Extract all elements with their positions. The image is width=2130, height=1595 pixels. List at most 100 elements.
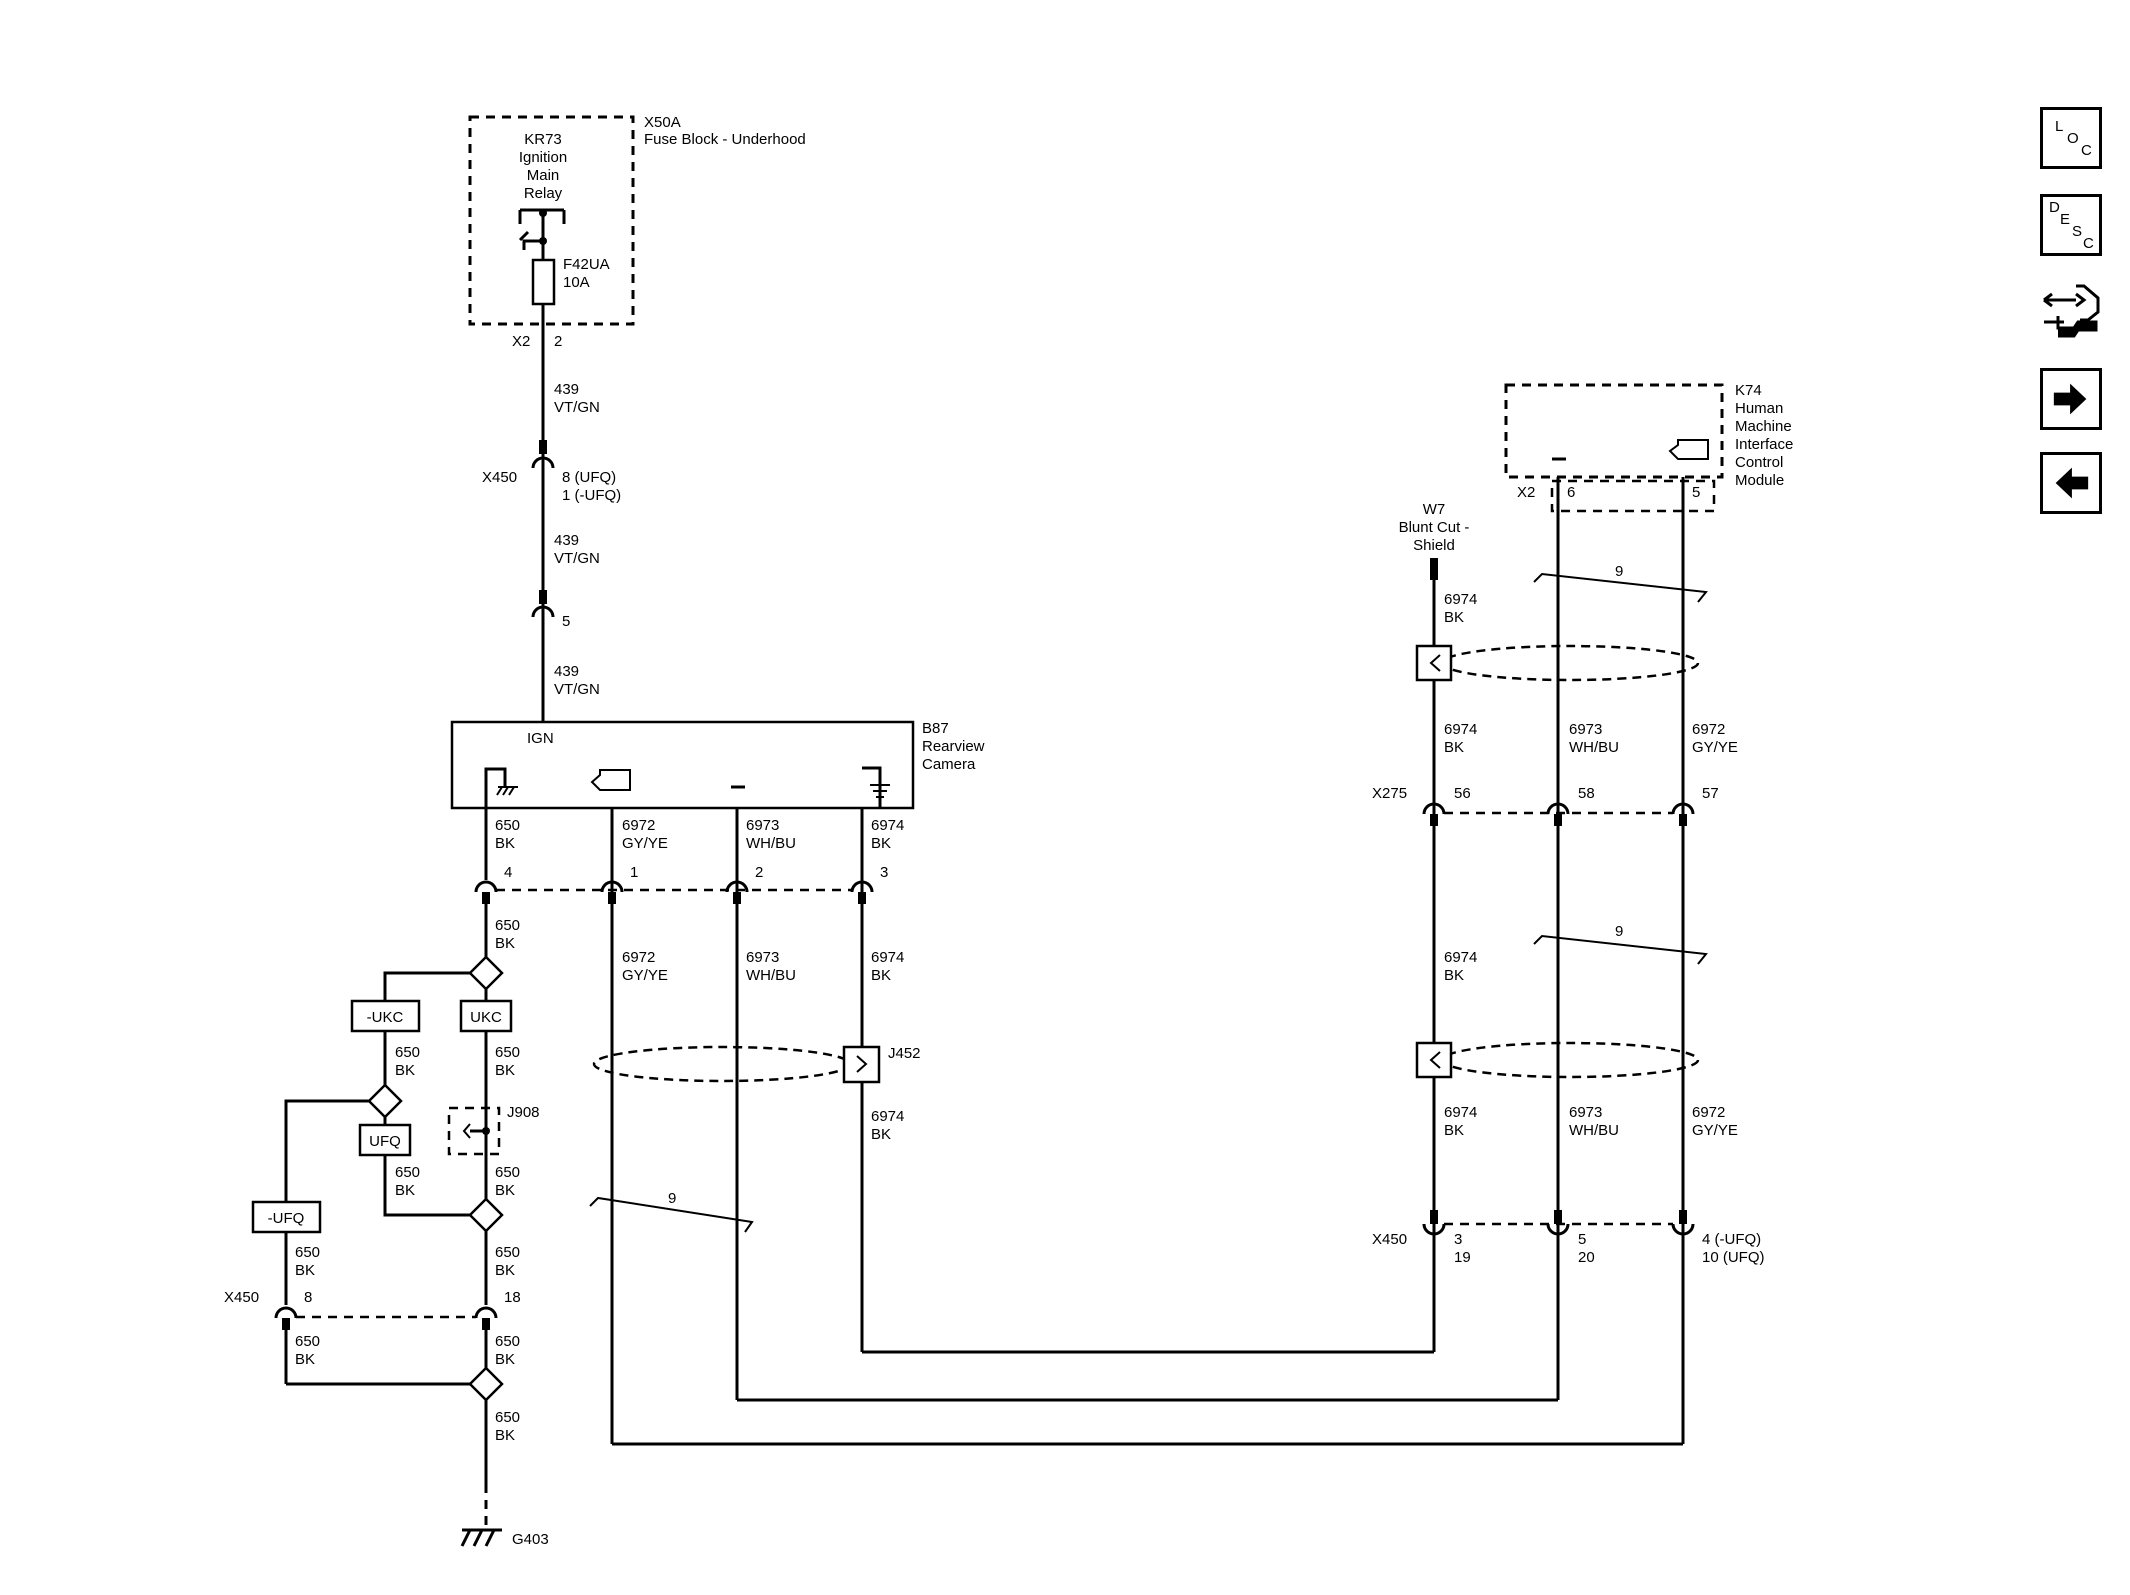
ign-x450-label: X450 [482,469,517,486]
ground-g403-icon [460,1528,502,1547]
camera-id: B87 [922,720,949,737]
gnd-w7-color: BK [495,1262,515,1279]
desc-e: E [2060,211,2071,228]
gnd-w9-color: BK [495,1351,515,1368]
loc-button[interactable]: L O C [2040,107,2102,169]
cam-lower2-6974-color: BK [871,1126,891,1143]
loc-l: L [2055,118,2064,135]
gnd-w4-color: BK [395,1182,415,1199]
hmi-connector-x2 [1550,479,1716,513]
relay-name-1: Ignition [519,149,567,166]
ground-g403-label: G403 [512,1531,549,1548]
desc-d: D [2049,199,2060,216]
shield-ellipse-lower-right [1440,1041,1700,1079]
hmi-id: K74 [1735,382,1762,399]
x450-right-pin-4: 4 (-UFQ) [1702,1231,1761,1248]
ground-splice-1 [468,955,504,991]
hmi-pin-5: 5 [1692,484,1700,501]
right-upper-6972-circuit: 6972 [1692,721,1725,738]
next-page-button[interactable] [2040,368,2102,430]
gnd-w8-color: BK [295,1351,315,1368]
right-upper-6972-color: GY/YE [1692,739,1738,756]
right-lower-6972-circuit: 6972 [1692,1104,1725,1121]
fuse-rating: 10A [563,274,590,291]
cam-lower-6973-circuit: 6973 [746,949,779,966]
x450-right-pin-20: 20 [1578,1249,1595,1266]
hmi-name-2: Machine [1735,418,1792,435]
cam-pin3-number: 3 [880,864,888,881]
right-lower-6973-circuit: 6973 [1569,1104,1602,1121]
relay-id: KR73 [524,131,562,148]
hmi-name-1: Human [1735,400,1783,417]
cam-lower-6972-color: GY/YE [622,967,668,984]
camera-name-1: Rearview [922,738,985,755]
ground-splice-2 [367,1083,403,1119]
right-lower-6974-circuit: 6974 [1444,1104,1477,1121]
twist-marker-upper-right [1533,572,1708,603]
cam-pin4-number: 4 [504,864,512,881]
x450-right-terminals [1422,1210,1695,1236]
gnd-w1-color: BK [495,935,515,952]
cam-pin1-circuit: 6972 [622,817,655,834]
x450-ign-connector [531,440,555,469]
signal-ground-icon [862,766,890,808]
right-upper-6974-color: BK [1444,739,1464,756]
cam-pin4-color: BK [495,835,515,852]
right-mid-6974-circuit: 6974 [1444,949,1477,966]
previous-page-button[interactable] [2040,452,2102,514]
camera-ign-label: IGN [527,730,554,747]
inline-pin-5: 5 [562,613,570,630]
option-ukc-label: UKC [470,1009,502,1026]
gnd-w5-circuit: 650 [495,1164,520,1181]
twist-marker-mid-right [1533,934,1708,965]
x450-right-pin-10: 10 (UFQ) [1702,1249,1765,1266]
gnd-w3-circuit: 650 [495,1044,520,1061]
right-lower-6972-color: GY/YE [1692,1122,1738,1139]
cam-pin1-color: GY/YE [622,835,668,852]
hmi-name-3: Interface [1735,436,1793,453]
x450-right-pin-5: 5 [1578,1231,1586,1248]
ign-seg1-circuit: 439 [554,381,579,398]
camera-name-2: Camera [922,756,976,773]
right-lower-6973-color: WH/BU [1569,1122,1619,1139]
cam-pin3-circuit: 6974 [871,817,904,834]
fuse-block-name: Fuse Block - Underhood [644,131,806,148]
w7-name-2: Shield [1413,537,1455,554]
shield-splice-upper [1415,644,1453,682]
loc-c: C [2081,142,2092,159]
right-mid-6974-color: BK [1444,967,1464,984]
desc-c: C [2083,235,2094,252]
option-noufq-box [251,1200,322,1234]
ign-seg2-circuit: 439 [554,532,579,549]
x275-terminals [1422,802,1695,826]
connector-repair-button[interactable] [2036,278,2106,344]
right-lower-6974-color: BK [1444,1122,1464,1139]
x450-ground-terminals [274,1306,498,1330]
fuse-block-connector: X2 [512,333,530,350]
x275-pin-57: 57 [1702,785,1719,802]
loc-o: O [2067,130,2079,147]
ground-splice-4 [468,1366,504,1402]
camera-connector-terminals [474,880,874,904]
cam-lower-6973-color: WH/BU [746,967,796,984]
ign-x450-pin-noufq: 1 (-UFQ) [562,487,621,504]
desc-button[interactable]: D E S C [2040,194,2102,256]
inline-connector-pin5 [531,590,555,618]
fuse-block-pin: 2 [554,333,562,350]
gnd-w2-circuit: 650 [395,1044,420,1061]
x275-pin-58: 58 [1578,785,1595,802]
shield-ellipse-upper-right [1440,644,1700,682]
hmi-connector-label: X2 [1517,484,1535,501]
option-ufq-label: UFQ [369,1133,401,1150]
gnd-w2-color: BK [395,1062,415,1079]
gnd-w1-circuit: 650 [495,917,520,934]
chassis-ground-icon [484,767,518,808]
cam-pin4-circuit: 650 [495,817,520,834]
w7-name-1: Blunt Cut - [1399,519,1470,536]
desc-s: S [2072,223,2083,240]
arrow-right-icon [2053,383,2087,415]
arrow-left-icon [2055,467,2089,499]
ign-seg3-color: VT/GN [554,681,600,698]
cam-pin2-color: WH/BU [746,835,796,852]
